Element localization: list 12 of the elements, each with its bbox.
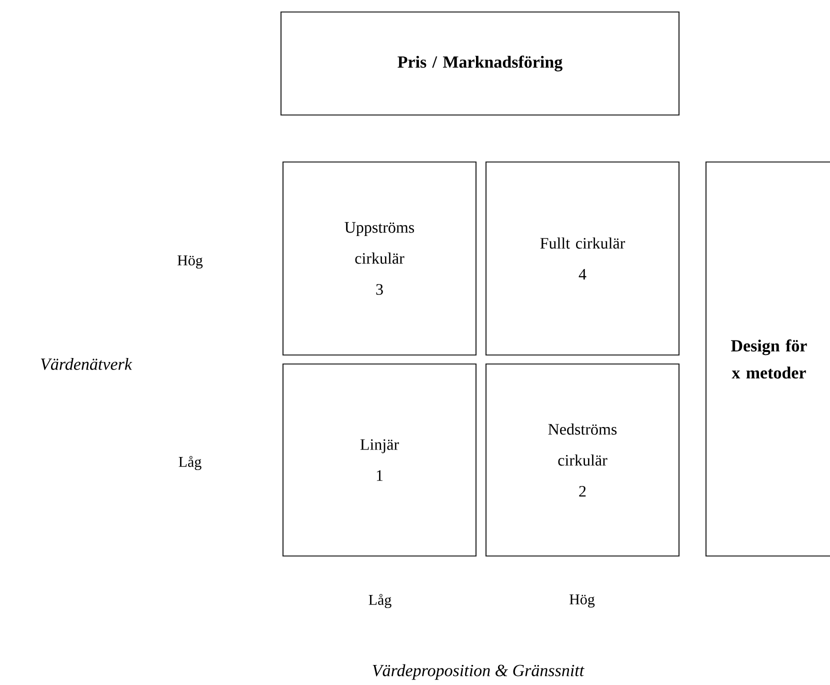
- quadrant-box: Fullt cirkulär 4: [485, 161, 680, 356]
- axis-label: Låg: [368, 594, 392, 608]
- axis-title: Värdeproposition & Gränssnitt: [372, 664, 584, 680]
- axis-label: Hög: [570, 594, 595, 608]
- axis-title: Värdenätverk: [40, 358, 132, 370]
- side-box: Design för x metoder: [705, 161, 830, 557]
- axis-label: Hög: [178, 255, 203, 269]
- quadrant-box: Uppströms cirkulär 3: [282, 161, 477, 356]
- axis-label: Låg: [178, 456, 202, 470]
- quadrant-box: Linjär 1: [282, 363, 477, 557]
- heading-box: Pris / Marknadsföring: [280, 11, 680, 116]
- quadrant-box: Nedströms cirkulär 2: [485, 363, 680, 557]
